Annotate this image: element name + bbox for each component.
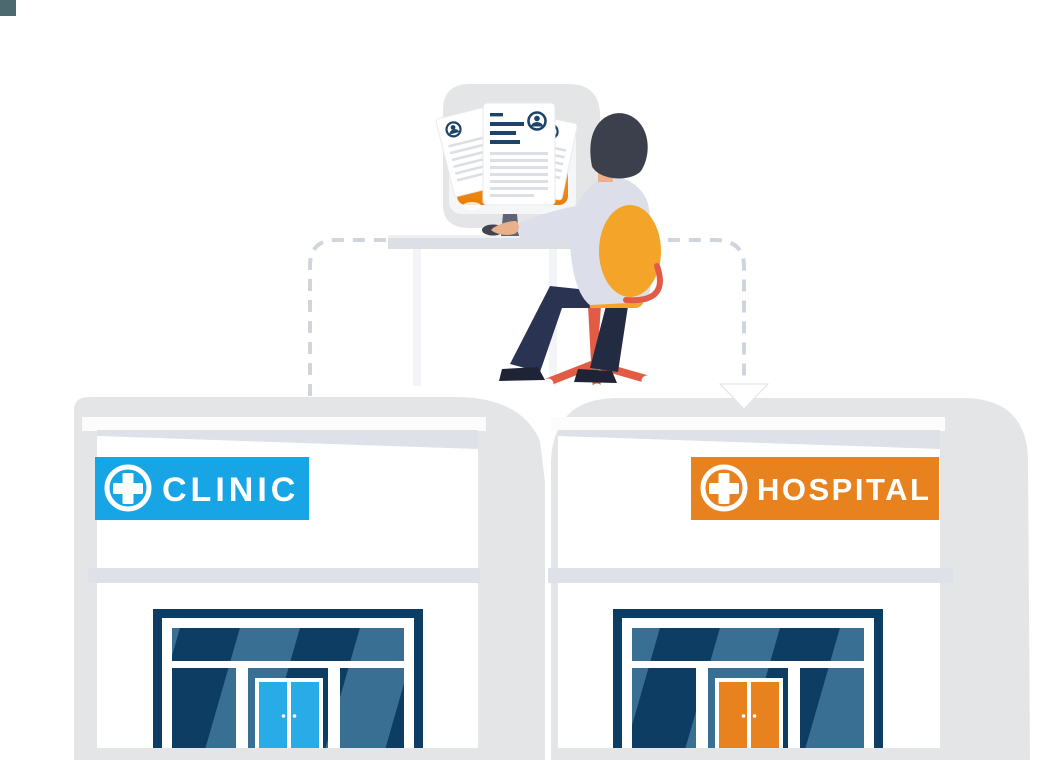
desk-leg-left: [413, 249, 421, 386]
door-handle: [281, 714, 286, 718]
chair-frame: [623, 263, 663, 304]
person-hair: [590, 113, 648, 179]
chair-caster: [641, 375, 653, 387]
hospital-sign: HOSPITAL: [691, 457, 939, 520]
clinic-transom-window: [172, 628, 404, 661]
person-at-desk: [482, 113, 663, 383]
person-near-leg: [510, 286, 590, 372]
clinic-label: CLINIC: [162, 471, 299, 509]
chair-backrest: [599, 205, 661, 297]
hospital-window-left: [632, 668, 696, 748]
person-near-shoe: [499, 367, 545, 381]
hospital-transom-window: [632, 628, 864, 661]
hospital-window-right: [800, 668, 864, 748]
door-handle: [292, 714, 297, 718]
chair-caster: [591, 383, 603, 395]
person-far-shoe: [574, 369, 617, 383]
door-handle: [741, 714, 746, 718]
clinic-roof-shade: [97, 430, 478, 449]
hospital-roof-shade: [558, 430, 940, 449]
clinic-parapet: [82, 417, 486, 431]
medical-cross-icon: [104, 464, 152, 512]
monitor-highlight: [463, 202, 481, 210]
hospital-label: HOSPITAL: [757, 472, 931, 507]
patient-avatar-icon: [445, 121, 462, 138]
chair-caster: [542, 378, 554, 390]
hospital-building: HOSPITAL: [548, 417, 953, 748]
person-hand: [491, 221, 519, 235]
person-far-leg: [590, 298, 628, 372]
clinic-building: CLINIC: [82, 417, 486, 748]
patient-avatar-icon: [527, 111, 547, 131]
document-center: [482, 102, 556, 206]
clinic-door: [255, 678, 323, 748]
hospital-entrance: [613, 609, 883, 748]
door-handle: [752, 714, 757, 718]
hospital-ledge: [548, 568, 953, 583]
hospital-door: [715, 678, 783, 748]
arrow-down-icon: [718, 383, 770, 410]
clinic-entrance: [153, 609, 423, 748]
computer-monitor: [435, 102, 578, 236]
corner-artifact: [0, 0, 16, 16]
clinic-sign: CLINIC: [95, 457, 309, 520]
medical-cross-icon: [700, 464, 748, 512]
desk-top-highlight: [388, 235, 578, 238]
desk-top: [388, 235, 578, 249]
clinic-window-left: [172, 668, 236, 748]
clinic-window-right: [340, 668, 404, 748]
clinic-ledge: [88, 568, 480, 583]
hospital-parapet: [551, 417, 945, 431]
